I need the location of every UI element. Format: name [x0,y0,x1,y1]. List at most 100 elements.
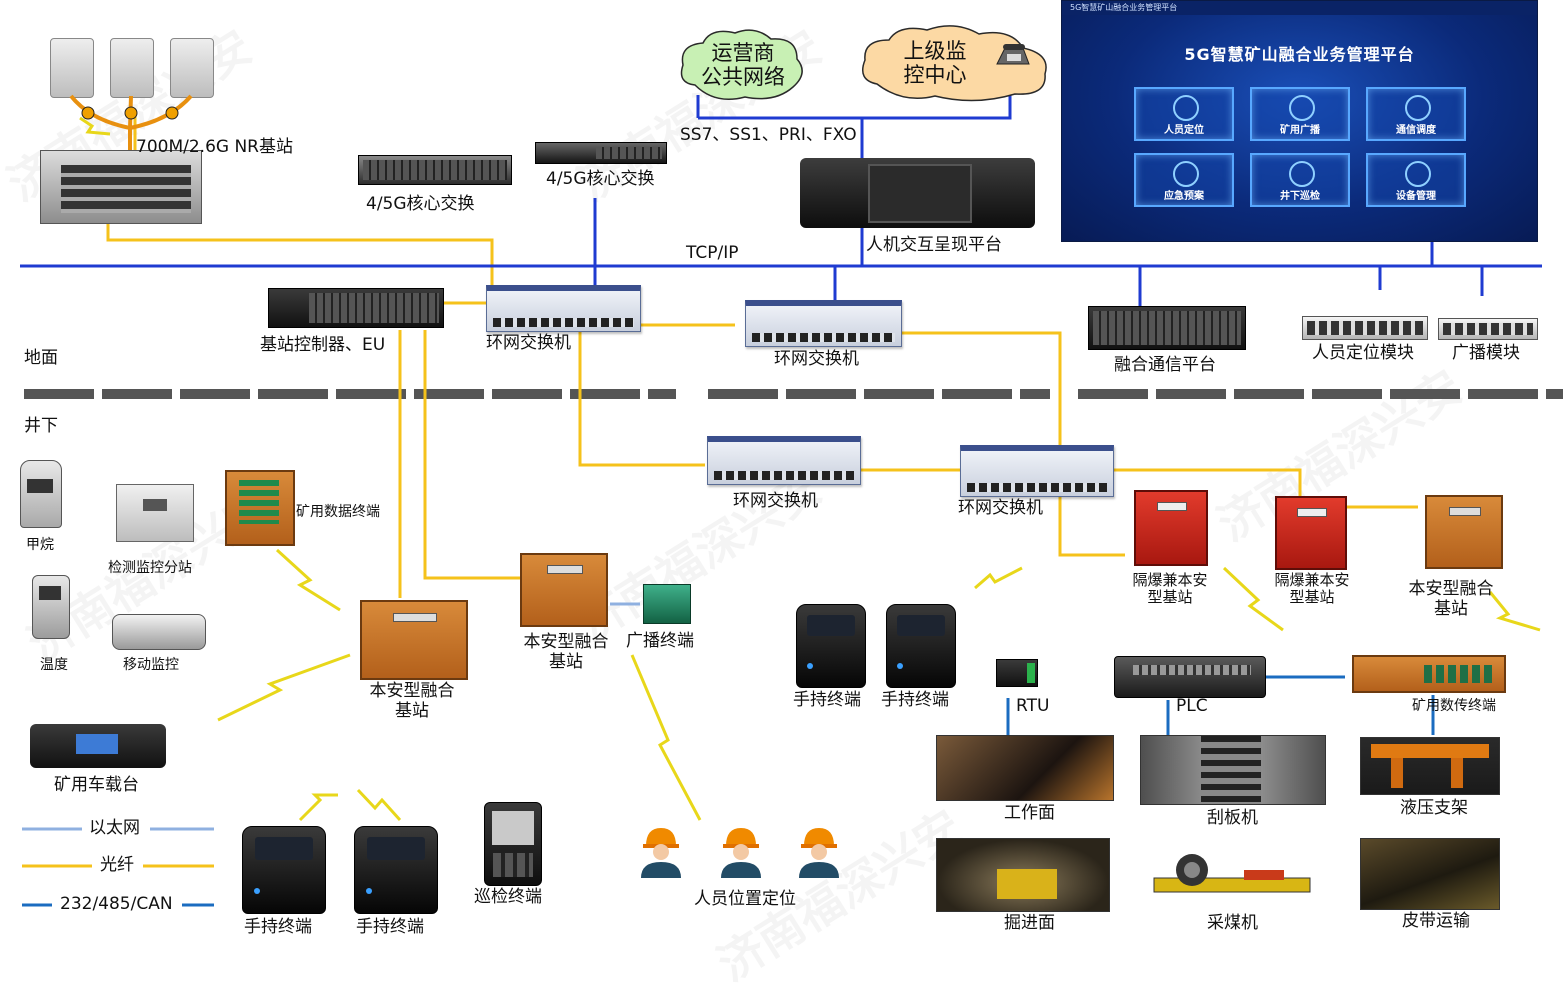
excavation-label: 掘进面 [1004,913,1055,933]
telephone-icon [993,40,1033,70]
fusion-base-station-2 [520,553,608,627]
ring-switch-4 [960,445,1114,497]
management-platform-screen: 5G智慧矿山融合业务管理平台 5G智慧矿山融合业务管理平台 人员定位 矿用广播 … [1061,0,1538,242]
fusion-comm-platform [1088,306,1246,350]
bsc-label: 基站控制器、EU [260,335,386,355]
core-switch-left [358,155,512,185]
cloud-operator-label: 运营商 公共网络 [701,41,785,90]
miner-icon [636,824,686,878]
tcpip-bus [20,58,1542,306]
ring-switch-3 [707,436,861,485]
methane-sensor [20,460,62,528]
cloud-supervision-label: 上级监 控中心 [903,39,967,88]
handheld-terminal-4 [886,604,956,688]
emergency-icon [1173,161,1199,187]
fusion-comm-platform-label: 融合通信平台 [1114,355,1216,375]
nr-antenna-icon [50,38,94,98]
ring-switch-2-label: 环网交换机 [774,349,859,369]
base-station-controller [268,288,444,328]
hydraulic-support-label: 液压支架 [1400,798,1468,818]
broadcast-icon [1289,95,1315,121]
mine-data-terminal [225,470,295,546]
working-face-photo [936,735,1114,801]
handheld-terminal-3 [796,604,866,688]
shearer-label: 采煤机 [1207,913,1258,933]
location-icon [1173,95,1199,121]
core-switch-right [535,142,667,164]
personnel-locate-module [1302,316,1428,340]
monitoring-substation [116,484,194,542]
explosion-proof-base-station-2 [1275,496,1347,570]
rtu-device [996,659,1038,687]
core-switch-left-label: 4/5G核心交换 [366,194,475,214]
broadcast-module-label: 广播模块 [1452,343,1520,363]
cloud-shape [862,25,1047,102]
temperature-label: 温度 [40,657,68,673]
broadcast-terminal-label: 广播终端 [626,631,694,651]
fusion-base-station-3 [1425,495,1503,569]
substation-label: 检测监控分站 [108,560,192,576]
tile-comm-dispatch[interactable]: 通信调度 [1366,87,1466,141]
serial-links [1006,675,1435,735]
broadcast-terminal [643,584,691,624]
plc-device [1114,656,1266,698]
nr-antenna-icon [110,38,154,98]
dispatch-icon [1405,95,1431,121]
hmi-label: 人机交互呈现平台 [866,235,1002,255]
rtu-label: RTU [1016,696,1050,716]
personnel-location-label: 人员位置定位 [694,889,796,909]
tile-device-management[interactable]: 设备管理 [1366,153,1466,207]
nr-antenna-icon [170,38,214,98]
ss7-protocol-label: SS7、SS1、PRI、FXO [680,125,857,145]
belt-conveyor-label: 皮带运输 [1402,911,1470,931]
nr-base-station-label: 700M/2.6G NR基站 [136,137,293,157]
mine-data-terminal-label: 矿用数据终端 [296,504,380,520]
tile-patrol[interactable]: 井下巡检 [1250,153,1350,207]
cloud-shape [680,29,803,100]
handheld-terminal-3-label: 手持终端 [793,690,861,710]
core-switch-right-label: 4/5G核心交换 [546,169,655,189]
working-face-label: 工作面 [1004,803,1055,823]
personnel-locate-module-label: 人员定位模块 [1312,343,1414,363]
platform-title: 5G智慧矿山融合业务管理平台 [1184,45,1415,64]
handheld-terminal-2-label: 手持终端 [356,917,424,937]
hydraulic-support-photo [1360,737,1500,795]
mine-data-transmission-label: 矿用数传终端 [1412,698,1496,714]
vehicle-radio [30,724,166,768]
legend-fiber: 光纤 [100,855,134,875]
fusion-base-station-1-label: 本安型融合 基站 [369,681,455,721]
network-lines [20,58,1563,907]
broadcast-module [1438,318,1538,340]
explosion-proof-base-station-1 [1134,490,1208,566]
explosion-proof-base-station-2-label: 隔爆兼本安 型基站 [1274,571,1350,607]
shearer-photo [1144,852,1320,904]
gear-icon [1405,161,1431,187]
tile-mine-broadcast[interactable]: 矿用广播 [1250,87,1350,141]
ring-switch-1-label: 环网交换机 [486,333,571,353]
legend-serial: 232/485/CAN [60,894,173,914]
excavation-photo [936,838,1110,912]
camera-label: 移动监控 [123,657,179,673]
cloud-supervision-center: 上级监 控中心 [855,22,1055,104]
temperature-sensor [32,575,70,639]
scraper-photo [1140,735,1326,805]
tile-personnel-location[interactable]: 人员定位 [1134,87,1234,141]
fusion-base-station-2-label: 本安型融合 基站 [523,632,609,672]
fiber-links [106,110,1418,598]
nr-base-station-unit [40,150,202,224]
tile-emergency-plan[interactable]: 应急预案 [1134,153,1234,207]
ring-switch-4-label: 环网交换机 [958,498,1043,518]
plc-label: PLC [1176,696,1208,716]
methane-label: 甲烷 [26,537,54,553]
scraper-label: 刮板机 [1207,808,1258,828]
cloud-operator-network: 运营商 公共网络 [675,25,810,105]
miner-icon [794,824,844,878]
patrol-terminal [484,802,542,886]
wireless-links [79,116,1541,822]
fusion-base-station-3-label: 本安型融合 基站 [1408,579,1494,619]
ring-switch-1 [486,285,641,332]
mobile-camera [112,614,206,650]
ring-switch-3-label: 环网交换机 [733,491,818,511]
belt-conveyor-photo [1360,838,1500,910]
hmi-console [800,158,1035,228]
